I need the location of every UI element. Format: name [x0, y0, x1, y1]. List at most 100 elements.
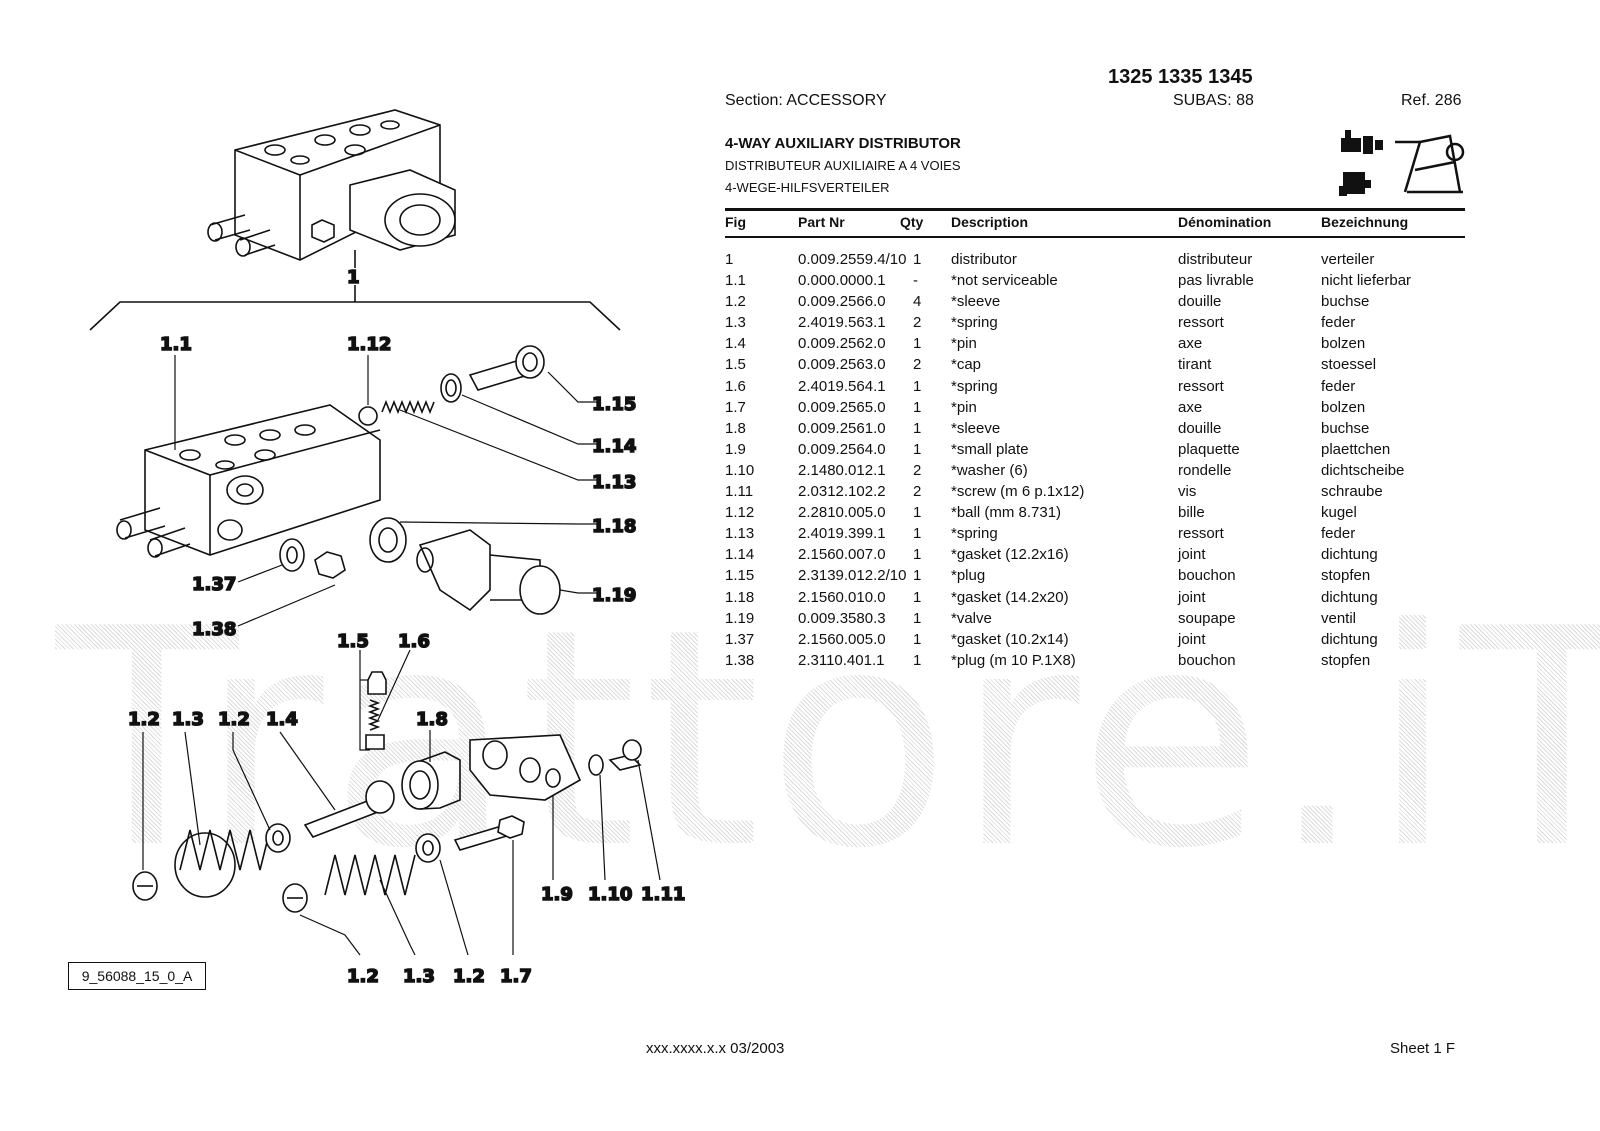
cell-fig: 1.1 [725, 272, 746, 290]
cell-fig: 1.15 [725, 567, 755, 585]
cell-qty: 1 [913, 335, 922, 353]
cell-fig: 1.38 [725, 651, 755, 669]
cell-part-nr: 2.2810.005.0 [798, 504, 886, 522]
cell-fig: 1.2 [725, 293, 746, 311]
cell-denomination: distributeur [1178, 251, 1253, 268]
cell-part-nr: 2.1480.012.1 [798, 461, 886, 479]
callout-1-9: 1.9 [541, 884, 573, 905]
page-title: 4-WAY AUXILIARY DISTRIBUTOR [725, 135, 961, 152]
cell-description: *plug (m 10 P.1X8) [951, 651, 1076, 669]
cell-fig: 1.14 [725, 546, 755, 564]
cell-part-nr: 2.3110.401.1 [798, 651, 885, 669]
cell-qty: 1 [913, 398, 922, 416]
cell-bezeichnung: stopfen [1321, 567, 1371, 585]
cell-bezeichnung: bolzen [1321, 398, 1366, 416]
callout-1-38: 1.38 [192, 619, 236, 640]
callout-1-11: 1.11 [641, 884, 685, 905]
cell-description: *spring [951, 377, 998, 395]
cell-description: distributor [951, 251, 1017, 268]
cell-denomination: ressort [1178, 525, 1224, 543]
cell-fig: 1.37 [725, 630, 755, 648]
cell-qty: 2 [913, 356, 922, 374]
callout-1-8: 1.8 [416, 709, 448, 730]
cell-description: *not serviceable [951, 272, 1058, 290]
callout-1-2-a: 1.2 [128, 709, 160, 730]
cell-bezeichnung: stopfen [1321, 651, 1371, 669]
callout-1-3-a: 1.3 [172, 709, 204, 730]
cell-part-nr: 0.009.2563.0 [798, 356, 886, 374]
callout-1-7: 1.7 [500, 966, 532, 987]
cell-qty: 1 [913, 419, 922, 437]
cell-qty: 1 [913, 630, 922, 648]
cell-part-nr: 2.1560.010.0 [798, 588, 886, 606]
callout-1-14: 1.14 [592, 436, 636, 457]
cell-part-nr: 2.4019.564.1 [798, 377, 886, 395]
cell-denomination: douille [1178, 293, 1222, 311]
cell-description: *cap [951, 356, 982, 374]
col-header-qty: Qty [900, 214, 924, 230]
lift-linkage-icon [1395, 134, 1465, 194]
exploded-parts-diagram: 1 1.1 1.12 1.15 1.14 1.13 1.18 1.19 1.37… [89, 109, 686, 988]
cell-description: *valve [951, 609, 992, 627]
watermark-text: Trattore.iT [55, 590, 1600, 890]
cell-qty: 1 [913, 651, 922, 669]
callout-1-2-c: 1.2 [347, 966, 379, 987]
category-icons [1339, 130, 1465, 196]
callout-1-2-b: 1.2 [218, 709, 250, 730]
cell-fig: 1.7 [725, 398, 746, 416]
cell-part-nr: 2.4019.399.1 [798, 525, 886, 543]
cell-denomination: joint [1178, 588, 1206, 606]
cell-fig: 1.5 [725, 356, 746, 374]
cell-qty: 1 [913, 525, 922, 543]
cell-denomination: bouchon [1178, 651, 1236, 669]
cell-bezeichnung: buchse [1321, 293, 1370, 311]
ref-label: Ref. 286 [1401, 92, 1462, 109]
cell-qty: 1 [913, 251, 922, 268]
cell-description: *spring [951, 525, 998, 543]
callout-1-12: 1.12 [347, 334, 391, 355]
cell-qty: 1 [913, 546, 922, 564]
cell-fig: 1.13 [725, 525, 755, 543]
callout-1-18: 1.18 [592, 516, 636, 537]
distributor-body-drawing [116, 404, 381, 558]
cell-qty: 2 [913, 483, 922, 501]
cell-denomination: soupape [1178, 609, 1236, 627]
table-top-rule [725, 208, 1465, 211]
cell-denomination: pas livrable [1178, 272, 1254, 290]
cell-bezeichnung: dichtung [1321, 546, 1378, 564]
callout-1-15: 1.15 [592, 394, 636, 415]
hitch-icon [1339, 172, 1371, 196]
cell-denomination: douille [1178, 419, 1222, 437]
cell-qty: 1 [913, 588, 922, 606]
cell-description: *small plate [951, 440, 1029, 458]
cell-qty: 1 [913, 567, 922, 585]
callout-1: 1 [347, 267, 360, 288]
cell-description: *washer (6) [951, 461, 1028, 479]
cell-part-nr: 0.009.2564.0 [798, 440, 886, 458]
distributor-assembly-drawing [207, 109, 456, 261]
cell-denomination: joint [1178, 630, 1206, 648]
cell-fig: 1.19 [725, 609, 755, 627]
cell-qty: - [913, 272, 918, 290]
cell-qty: 1 [913, 504, 922, 522]
cell-part-nr: 2.1560.007.0 [798, 546, 886, 564]
callout-1-6: 1.6 [398, 631, 430, 652]
callout-1-4: 1.4 [266, 709, 298, 730]
cell-bezeichnung: dichtung [1321, 588, 1378, 606]
cell-part-nr: 2.0312.102.2 [798, 483, 886, 501]
cell-fig: 1.12 [725, 504, 755, 522]
cell-description: *plug [951, 567, 986, 585]
cell-part-nr: 2.4019.563.1 [798, 314, 886, 332]
cell-bezeichnung: kugel [1321, 504, 1357, 522]
callout-1-37: 1.37 [192, 574, 236, 595]
cell-bezeichnung: buchse [1321, 419, 1370, 437]
cell-part-nr: 2.3139.012.2/10 [798, 567, 907, 585]
cell-part-nr: 0.009.2561.0 [798, 419, 886, 437]
